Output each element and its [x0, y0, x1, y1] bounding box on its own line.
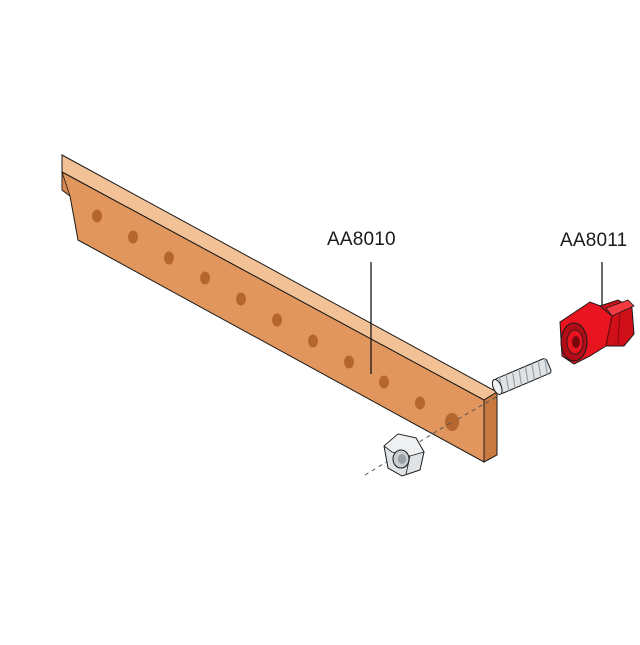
hex-nut-icon [383, 433, 425, 477]
busbar-hole [344, 355, 354, 369]
callout-label-insulator: AA8011 [560, 230, 628, 251]
busbar-top-strip [61, 154, 498, 401]
red-insulator-icon [559, 299, 635, 365]
threaded-stud-icon [491, 357, 552, 395]
copper-busbar-icon [61, 154, 498, 463]
busbar-hole [92, 209, 102, 223]
busbar-hole [236, 292, 246, 306]
busbar-hole [308, 334, 318, 348]
busbar-hole [164, 251, 174, 265]
busbar-hole [272, 313, 282, 327]
busbar-hole [200, 271, 210, 285]
busbar-hole [128, 230, 138, 244]
busbar-hole-large [445, 413, 459, 431]
callout-label-busbar: AA8010 [327, 229, 396, 250]
busbar-end-face [483, 391, 498, 463]
busbar-hole [415, 396, 425, 410]
busbar-hole [379, 375, 389, 389]
busbar-cut-edge [61, 171, 71, 198]
